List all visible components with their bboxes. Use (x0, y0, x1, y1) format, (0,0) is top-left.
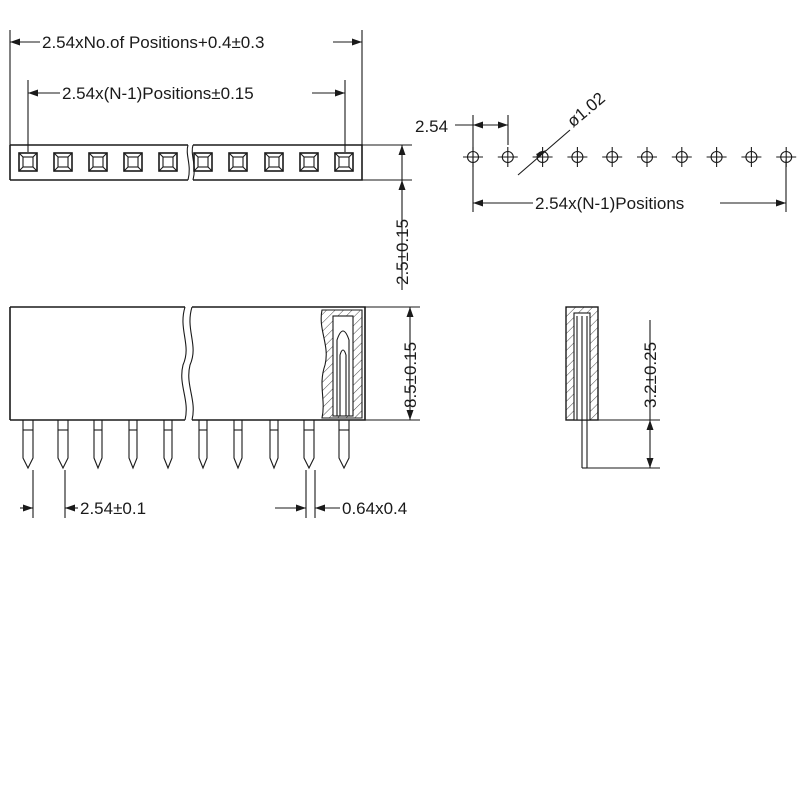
pcb-hole (671, 147, 692, 167)
pin-pitch-label: 2.54±0.1 (80, 499, 146, 518)
top-view (9, 144, 363, 181)
pin (303, 420, 315, 470)
pin-length-label: 3.2±0.25 (641, 342, 660, 408)
hole-span-label: 2.54x(N-1)Positions (535, 194, 684, 213)
socket-square (53, 152, 73, 172)
pin (93, 420, 103, 470)
socket-square (18, 152, 38, 172)
pitch-span-label: 2.54x(N-1)Positions±0.15 (62, 84, 254, 103)
socket-square (334, 152, 354, 172)
pin (338, 420, 350, 470)
pin-size-label: 0.64x0.4 (342, 499, 407, 518)
total-length-dimension: 2.54xNo.of Positions+0.4±0.3 (9, 30, 363, 145)
pin (233, 420, 243, 470)
socket-square (299, 152, 319, 172)
pcb-hole (741, 147, 762, 167)
pcb-hole (532, 147, 553, 167)
pin (198, 420, 208, 470)
socket-square (123, 152, 143, 172)
pcb-holes (463, 147, 797, 167)
pin (22, 420, 34, 470)
pcb-hole (706, 147, 727, 167)
pin-length-dimension: 3.2±0.25 (587, 320, 660, 469)
socket-square (158, 152, 178, 172)
pin (57, 420, 69, 470)
body-height-label: 8.5±0.15 (401, 342, 420, 408)
socket-square (228, 152, 248, 172)
pitch-span-dimension: 2.54x(N-1)Positions±0.15 (27, 80, 346, 152)
top-height-dimension: 2.5±0.15 (362, 144, 412, 290)
top-view-sockets (18, 152, 354, 172)
total-length-label: 2.54xNo.of Positions+0.4±0.3 (42, 33, 264, 52)
pcb-hole (602, 147, 623, 167)
body-height-dimension: 8.5±0.15 (365, 306, 420, 421)
pin (128, 420, 138, 470)
front-view-pins (22, 420, 350, 470)
pcb-hole (497, 147, 518, 167)
pin-size-dimension: 0.64x0.4 (275, 470, 407, 518)
hole-diameter-label: ø1.02 (563, 89, 609, 132)
socket-square (264, 152, 284, 172)
pcb-hole (567, 147, 588, 167)
pin-pitch-dimension: 2.54±0.1 (20, 470, 146, 518)
socket-square (88, 152, 108, 172)
pin (269, 420, 279, 470)
pin (163, 420, 173, 470)
top-height-label: 2.5±0.15 (393, 219, 412, 285)
hole-layout: 2.54 ø1.02 2.54x(N-1)Positions (415, 89, 797, 213)
front-view (9, 306, 366, 470)
hole-pitch-label: 2.54 (415, 117, 448, 136)
pcb-hole (637, 147, 657, 167)
side-view (565, 306, 599, 469)
socket-square (193, 152, 213, 172)
